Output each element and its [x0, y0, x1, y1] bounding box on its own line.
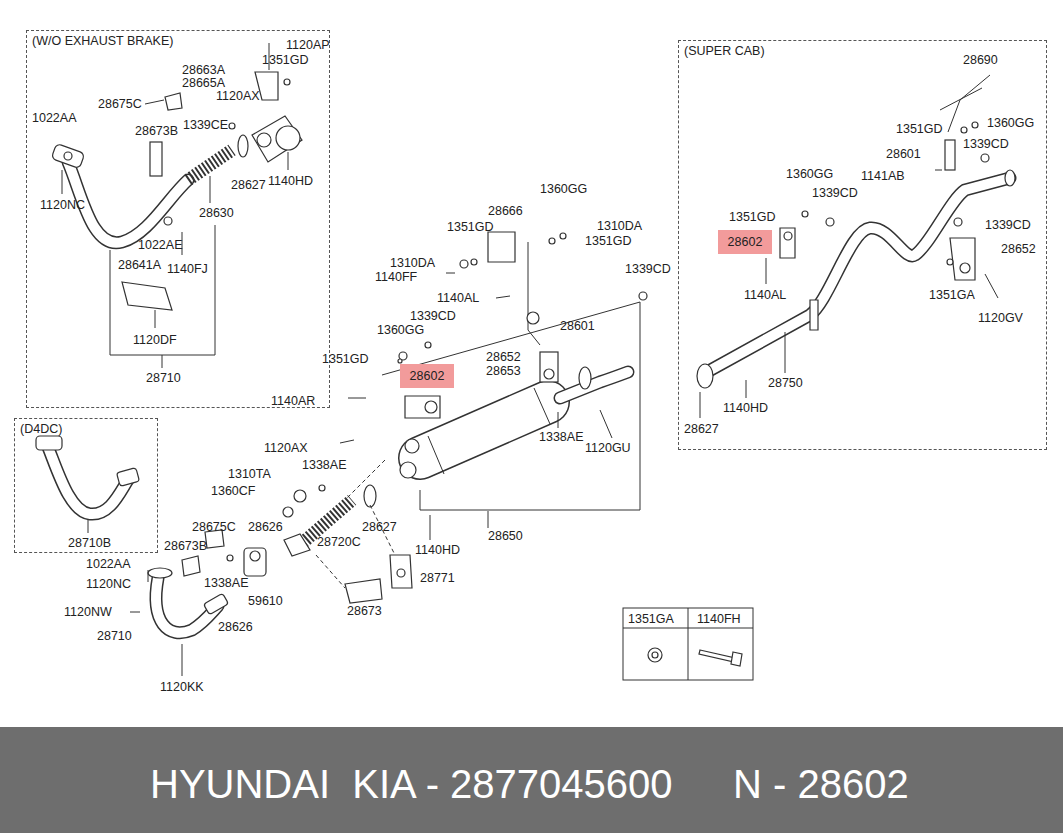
callout-number: 1120NC	[40, 198, 85, 212]
callout-number: 1120GV	[978, 311, 1023, 325]
callout-number: 1360GG	[987, 116, 1034, 130]
callout-number: 1339CD	[985, 218, 1031, 232]
callout-number: 1120AP	[286, 38, 330, 52]
callout-number: 1360CF	[211, 484, 255, 498]
callout-number: 1310DA	[597, 219, 642, 233]
callout-number: 28665A	[182, 76, 225, 90]
callout-number: 1022AA	[32, 111, 76, 125]
callout-number: 28601	[886, 147, 921, 161]
callout-number: 1120AX	[216, 89, 260, 103]
callout-number: 1140HD	[268, 174, 313, 188]
callout-number: 28601	[560, 319, 595, 333]
callout-number: 28675C	[192, 520, 236, 534]
callout-number: 28627	[231, 178, 266, 192]
callout-number: 1351GD	[896, 122, 943, 136]
callout-number: 1120DF	[133, 333, 177, 347]
group-heading: (SUPER CAB)	[679, 41, 770, 61]
callout-number: 1140FH	[697, 612, 741, 626]
callout-number: 28602	[728, 235, 763, 249]
callout-number: 1310DA	[390, 256, 435, 270]
callout-number: 1022AA	[86, 557, 130, 571]
callout-number: 28666	[488, 204, 523, 218]
callout-number: 28690	[963, 53, 998, 67]
callout-number: 28626	[218, 620, 253, 634]
callout-number: 1351GD	[322, 352, 369, 366]
callout-number: 1140AL	[437, 291, 479, 305]
callout-number: 1310TA	[228, 467, 271, 481]
part-number-band: HYUNDAI KIA - 2877045600 N - 28602	[0, 727, 1063, 833]
callout-number: 59610	[248, 594, 283, 608]
callout-number: 28675C	[98, 97, 142, 111]
group-frame: (SUPER CAB) 28602	[678, 40, 1047, 450]
callout-number: 1360GG	[377, 323, 424, 337]
part-number-text: HYUNDAI KIA - 2877045600	[150, 761, 673, 807]
callout-number: 1351GD	[447, 220, 494, 234]
callout-number: 1338AE	[539, 430, 583, 444]
callout-number: 1140AL	[744, 288, 786, 302]
callout-number: 28673B	[164, 539, 207, 553]
callout-number: 28653	[486, 364, 521, 378]
callout-number: 28626	[248, 520, 283, 534]
callout-number: 28627	[362, 520, 397, 534]
callout-number: 28627	[684, 422, 719, 436]
callout-number: 28771	[420, 571, 455, 585]
callout-number: 1351GD	[262, 53, 309, 67]
group-frame: (D4DC)	[14, 418, 158, 553]
callout-number: 1338AE	[204, 576, 248, 590]
callout-number: 1339CE	[183, 118, 228, 132]
callout-number: 28652	[1001, 242, 1036, 256]
callout-number: 28652	[486, 350, 521, 364]
callout-number: 1339CD	[963, 137, 1009, 151]
callout-number: 1141AB	[861, 169, 905, 183]
callout-number: 28710	[146, 371, 181, 385]
callout-number: 28641A	[118, 258, 161, 272]
callout-number: 1140FF	[375, 270, 417, 284]
callout-number: 1120NW	[64, 605, 112, 619]
group-heading: (W/O EXHAUST BRAKE)	[27, 31, 178, 51]
callout-number: 1022AE	[138, 238, 182, 252]
callout-number: 1339CD	[812, 186, 858, 200]
callout-number: 1140HD	[415, 543, 460, 557]
group-heading: (D4DC)	[15, 419, 67, 439]
highlight-callout: 28602	[400, 364, 454, 388]
callout-number: 1140HD	[723, 401, 768, 415]
callout-number: 28663A	[182, 63, 225, 77]
callout-number: 1351GA	[628, 612, 674, 626]
callout-number: 1351GD	[729, 210, 776, 224]
callout-number: 1120KK	[160, 680, 204, 694]
callout-number: 28720C	[317, 535, 361, 549]
callout-number: 1339CD	[410, 309, 456, 323]
callout-number: 1360GG	[540, 182, 587, 196]
callout-number: 1120AX	[264, 441, 308, 455]
callout-number: 28602	[410, 369, 445, 383]
callout-number: 1351GA	[929, 288, 975, 302]
callout-number: 1140AR	[271, 394, 315, 408]
callout-number: 28673B	[135, 124, 178, 138]
part-number-text: N - 28602	[733, 761, 909, 807]
callout-number: 28630	[199, 206, 234, 220]
callout-number: 28650	[488, 529, 523, 543]
group-frame: (W/O EXHAUST BRAKE)	[26, 30, 330, 408]
callout-number: 1360GG	[786, 167, 833, 181]
highlight-callout: 28602	[718, 230, 772, 254]
callout-number: 1120NC	[86, 577, 131, 591]
callout-number: 1351GD	[585, 234, 632, 248]
callout-number: 1339CD	[625, 262, 671, 276]
callout-number: 1338AE	[302, 458, 346, 472]
callout-number: 28673	[347, 604, 382, 618]
callout-number: 28750	[768, 376, 803, 390]
callout-number: 1140FJ	[167, 262, 208, 276]
callout-number: 28710B	[68, 536, 111, 550]
callout-number: 1120GU	[585, 441, 631, 455]
callout-number: 28710	[97, 629, 132, 643]
